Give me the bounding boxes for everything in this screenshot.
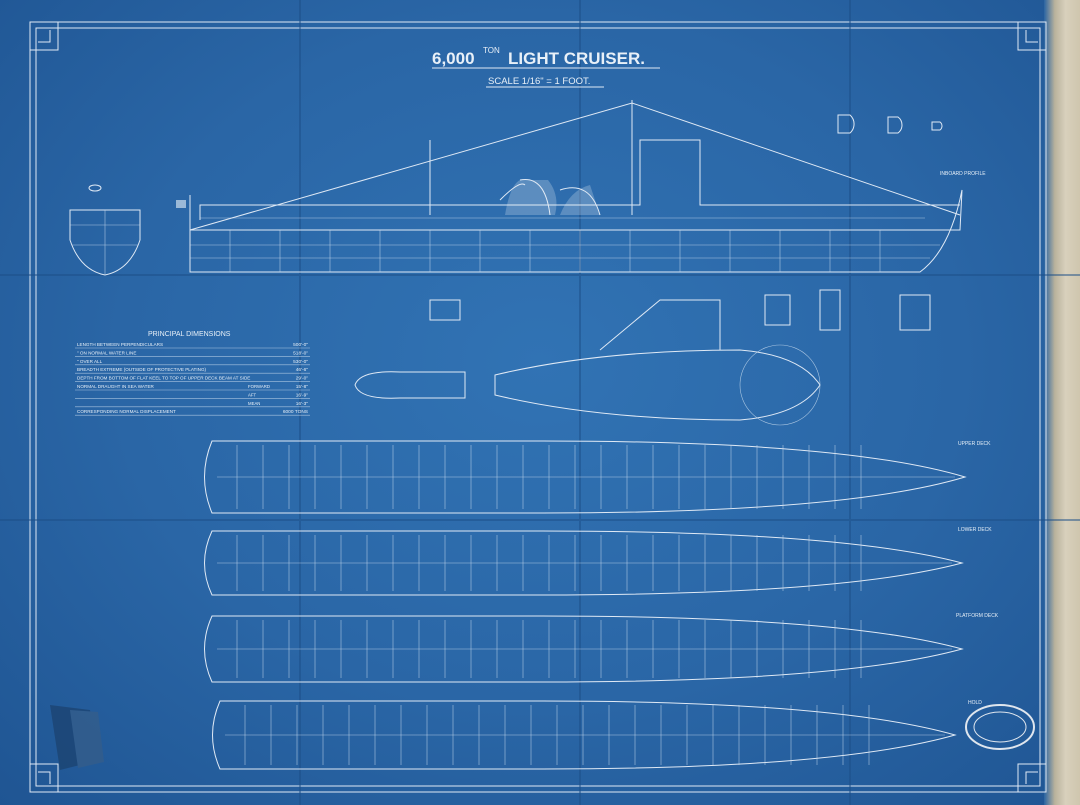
torn-paper-edge [1044, 0, 1080, 805]
dimension-value: 15'-8" [296, 384, 309, 390]
dimension-sublabel: AFT [248, 392, 256, 397]
dimension-value: 530'-0" [293, 359, 308, 365]
dimension-sublabel: FORWARD [248, 384, 270, 389]
dimension-label: LENGTH BETWEEN PERPENDICULARS [77, 342, 163, 347]
dimension-label: DEPTH FROM BOTTOM OF FLAT KEEL TO TOP OF… [77, 376, 250, 381]
dimension-value: 500'-0" [293, 342, 308, 348]
library-logo [50, 705, 104, 770]
dimension-value: 6000 TONS [283, 409, 308, 415]
dimension-value: 518'-0" [293, 350, 308, 356]
forecastle-deck-plan [354, 299, 821, 426]
hold-plan [212, 700, 957, 770]
dimension-label: " OVER ALL [77, 359, 103, 364]
turret-details [429, 114, 943, 331]
dimension-value: 16'-3" [296, 401, 309, 407]
dimension-value: 46'-6" [296, 367, 309, 373]
inboard-profile: INBOARD PROFILE [176, 100, 986, 273]
title-name: LIGHT CRUISER. [508, 49, 645, 68]
label-platform-deck: PLATFORM DECK [956, 613, 999, 619]
dimension-label: " ON NORMAL WATER LINE [77, 350, 136, 355]
label-upper-deck: UPPER DECK [958, 441, 991, 447]
title-tonnage: 6,000 [432, 49, 475, 68]
platform-deck-plan [204, 615, 964, 683]
dimension-value: 29'-0" [296, 376, 309, 382]
label-hold: HOLD [968, 700, 982, 706]
principal-dimensions-table: PRINCIPAL DIMENSIONS LENGTH BETWEEN PERP… [75, 331, 310, 416]
frame-border [29, 21, 1047, 793]
inboard-profile-label: INBOARD PROFILE [940, 171, 986, 177]
lower-deck-plan [204, 530, 964, 596]
dimension-label: NORMAL DRAUGHT IN SEA WATER [77, 384, 155, 389]
dimension-value: 16'-9" [296, 392, 309, 398]
label-lower-deck: LOWER DECK [958, 527, 992, 533]
dimension-label: BREADTH EXTREME (OUTSIDE OF PROTECTIVE P… [77, 367, 207, 372]
scale-label: SCALE 1/16" = 1 FOOT. [488, 76, 590, 87]
title-unit: TON [483, 46, 500, 55]
dimensions-heading: PRINCIPAL DIMENSIONS [148, 331, 231, 338]
upper-deck-plan [204, 440, 967, 514]
midship-section [69, 184, 141, 276]
title-block: 6,000 TON LIGHT CRUISER. SCALE 1/16" = 1… [432, 46, 660, 88]
archive-stamp [965, 704, 1035, 750]
dimension-sublabel: MEAN [248, 401, 260, 406]
dimension-label: CORRESPONDING NORMAL DISPLACEMENT [77, 409, 176, 414]
